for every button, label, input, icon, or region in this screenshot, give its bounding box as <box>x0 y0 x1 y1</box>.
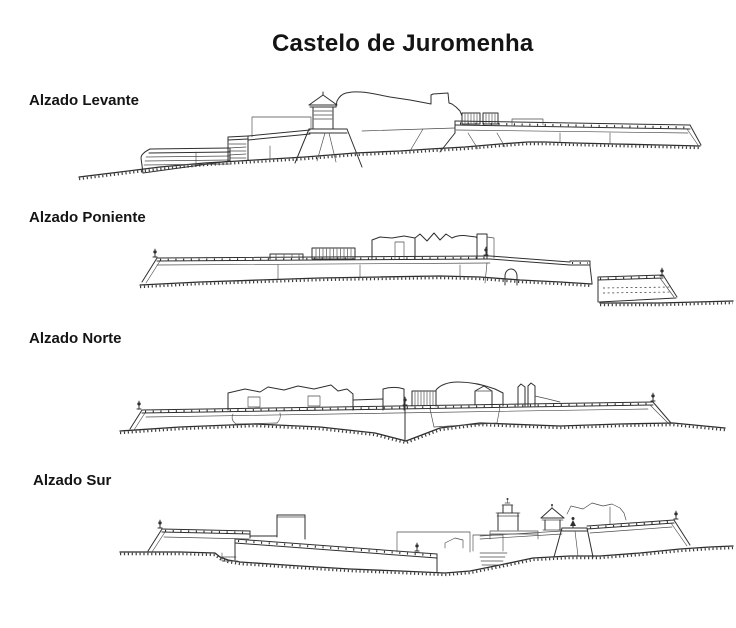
norte-buildings-left <box>227 384 405 411</box>
poniente-gallery-box <box>311 247 356 260</box>
levante-gallery-boxes <box>461 112 499 125</box>
elevation-label-levante: Alzado Levante <box>29 92 140 109</box>
levante-step-block <box>227 135 249 162</box>
poniente-main-wall <box>141 248 491 284</box>
poniente-parapet-box <box>269 253 304 260</box>
levante-left-wall <box>140 147 231 174</box>
elevation-label-norte: Alzado Norte <box>29 330 122 347</box>
elevation-label-poniente: Alzado Poniente <box>29 209 146 226</box>
poniente-buildings <box>371 232 495 260</box>
figure-title: Castelo de Juromenha <box>272 30 534 57</box>
sur-gate-bastion <box>479 517 594 558</box>
levante-main-mass <box>335 91 463 152</box>
elevation-drawing-sur <box>119 498 734 577</box>
sur-left-wall <box>147 519 278 553</box>
poniente-lower-wall <box>597 267 678 303</box>
levante-sentry-tower <box>308 91 338 130</box>
norte-curtain-wall <box>129 392 672 442</box>
poniente-terrain <box>139 275 734 307</box>
sur-sentry-tower <box>540 504 565 531</box>
norte-buildings-right <box>411 381 561 407</box>
elevation-label-sur: Alzado Sur <box>33 472 112 489</box>
elevation-drawing-poniente <box>139 232 734 307</box>
levante-ramp-wall <box>247 116 312 160</box>
sur-tower <box>276 514 306 540</box>
elevation-drawing-norte <box>119 381 726 445</box>
norte-terrain <box>119 422 726 445</box>
sur-terrain <box>119 545 734 577</box>
sur-right-curtain <box>566 502 691 547</box>
sur-valley-structures <box>396 531 508 566</box>
elevation-drawing-levante <box>78 91 702 181</box>
poniente-ramp <box>483 246 593 286</box>
levante-central-bastion <box>294 128 363 168</box>
levante-right-rampart <box>439 118 702 153</box>
sur-curtain <box>234 538 438 573</box>
